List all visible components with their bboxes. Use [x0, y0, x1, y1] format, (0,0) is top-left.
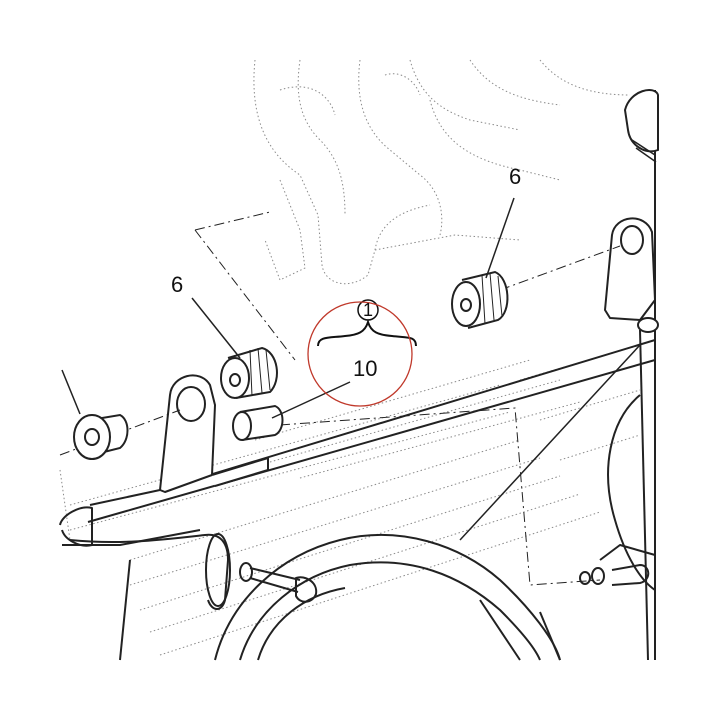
callout-10: 10 [353, 356, 377, 381]
callout-leader-lines [191, 197, 515, 419]
right-grommet-part6 [451, 270, 509, 329]
leader-part10 [271, 381, 351, 419]
callout-1: 1 [363, 300, 373, 320]
right-mounting-bracket [604, 217, 659, 333]
assembly-brace [317, 299, 417, 347]
assembly-1-circle [357, 299, 379, 321]
radiator-cap [623, 89, 659, 163]
fan-shroud-and-hoses [69, 344, 656, 661]
assembly-dash-lines [59, 211, 621, 586]
leader-part6-left [191, 297, 241, 359]
highlight-circle [307, 301, 413, 407]
left-grommet-part6 [220, 346, 278, 399]
left-mounting-bracket [159, 374, 269, 493]
left-washer-bushing [61, 369, 129, 460]
callout-6-left: 6 [171, 272, 183, 297]
collar-part10 [232, 404, 284, 441]
callout-6-right: 6 [509, 164, 521, 189]
background-dotted-outline [59, 59, 641, 656]
leader-part6-right [485, 197, 515, 279]
